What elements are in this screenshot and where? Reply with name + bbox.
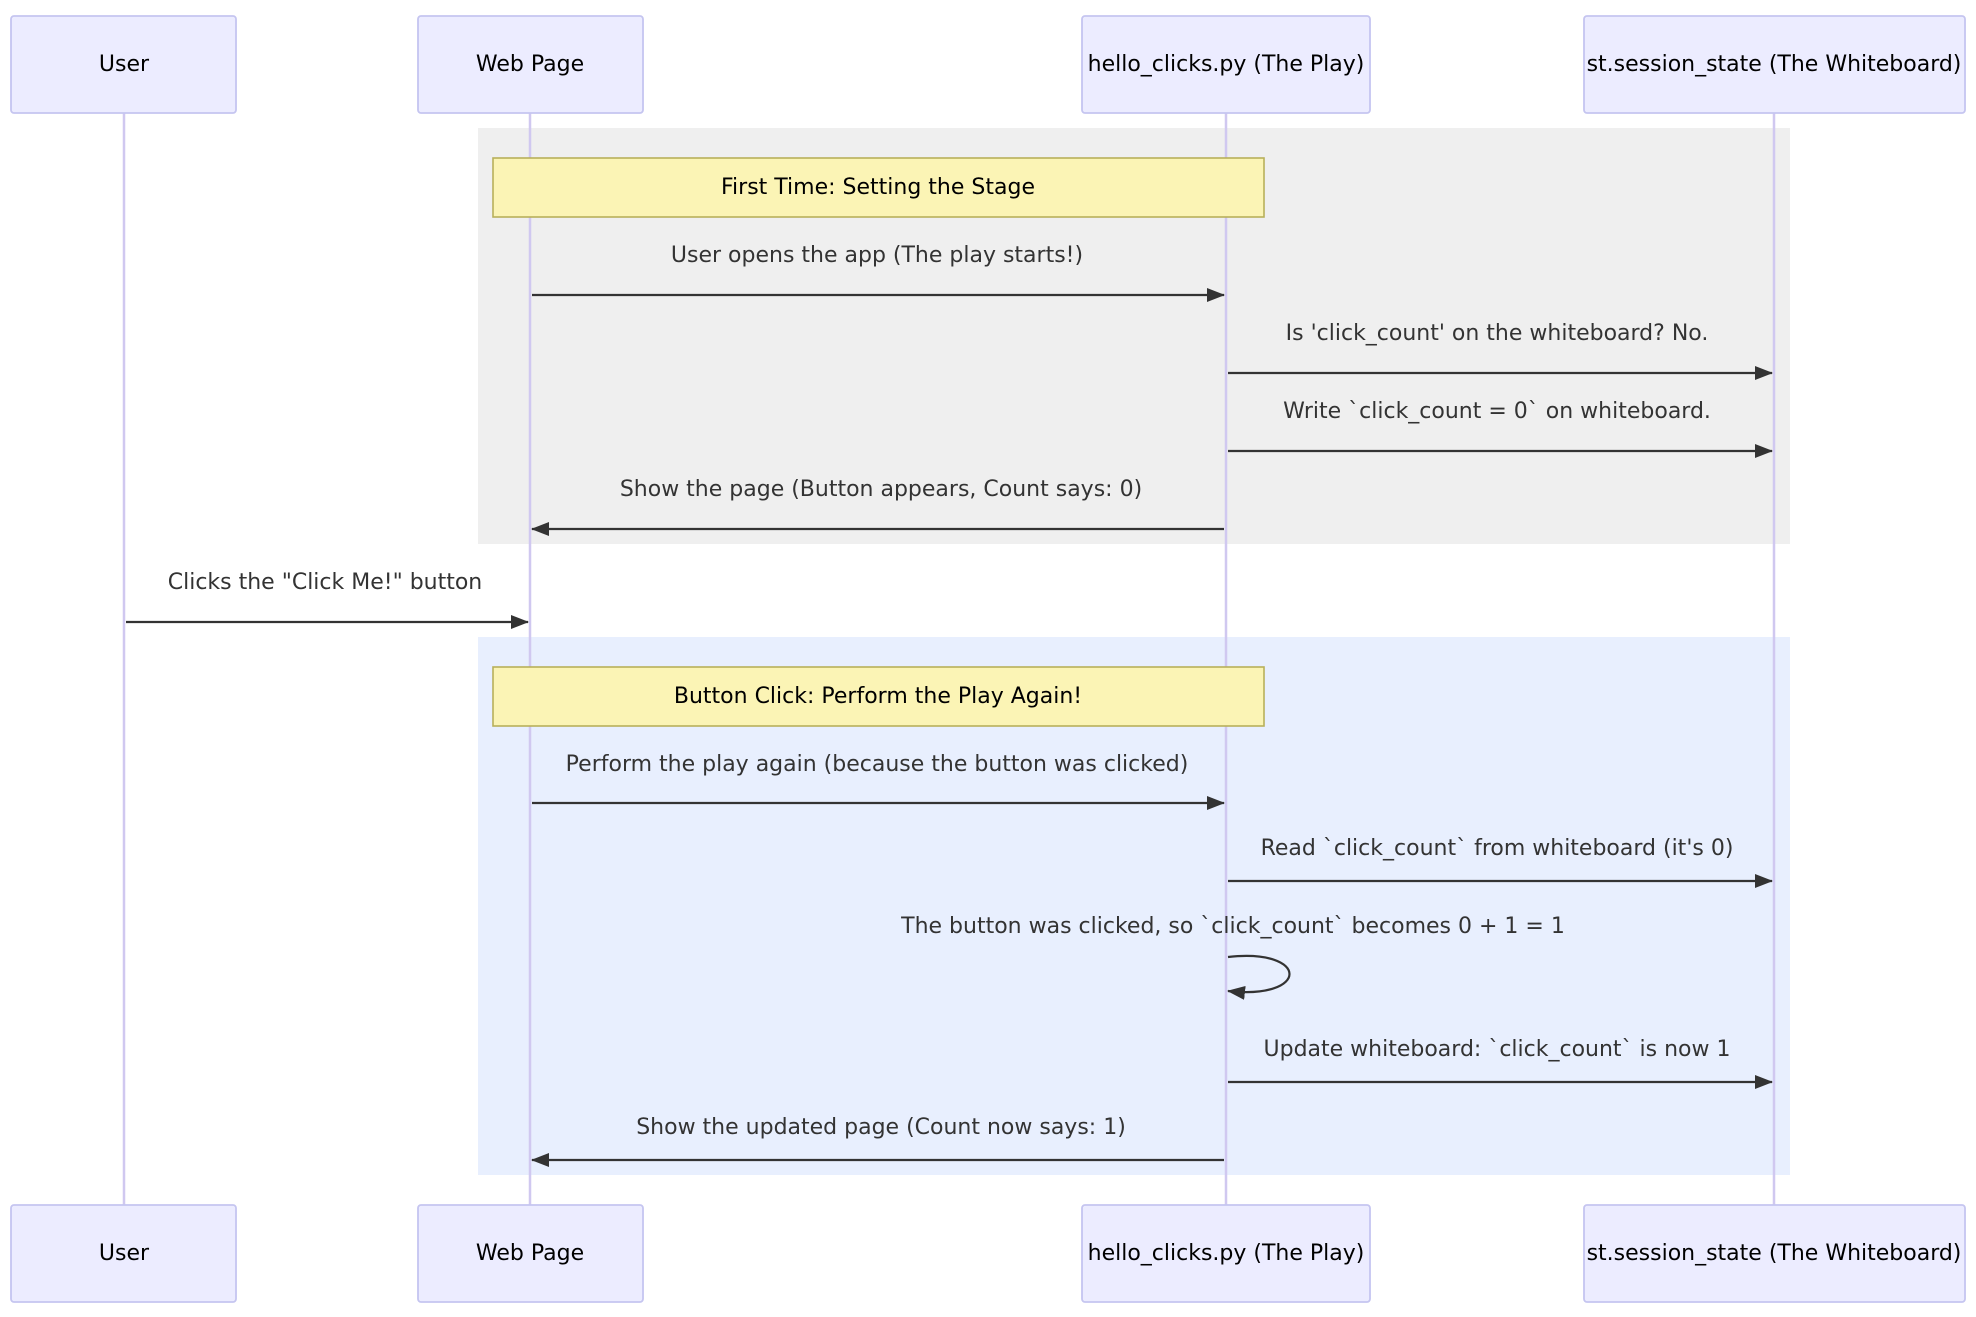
actor-hello-clicks-bottom: hello_clicks.py (The Play) bbox=[1081, 1204, 1371, 1303]
message-self-increment: The button was clicked, so `click_count`… bbox=[900, 914, 1565, 1000]
actor-web-page-bottom: Web Page bbox=[417, 1204, 644, 1303]
message-label: Show the page (Button appears, Count say… bbox=[620, 477, 1142, 502]
note-label: Button Click: Perform the Play Again! bbox=[674, 684, 1082, 709]
note-button-click: Button Click: Perform the Play Again! bbox=[492, 666, 1265, 727]
actor-label: Web Page bbox=[476, 1241, 584, 1266]
message-label: Perform the play again (because the butt… bbox=[566, 752, 1189, 777]
note-first-time: First Time: Setting the Stage bbox=[492, 157, 1265, 218]
message-write-click-count: Write `click_count = 0` on whiteboard. bbox=[1228, 399, 1773, 458]
message-show-page: Show the page (Button appears, Count say… bbox=[531, 477, 1224, 536]
note-label: First Time: Setting the Stage bbox=[721, 175, 1035, 200]
actor-session-state-bottom: st.session_state (The Whiteboard) bbox=[1583, 1204, 1966, 1303]
actor-label: hello_clicks.py (The Play) bbox=[1088, 52, 1365, 77]
message-label: Read `click_count` from whiteboard (it's… bbox=[1261, 836, 1734, 861]
actor-hello-clicks-top: hello_clicks.py (The Play) bbox=[1081, 15, 1371, 114]
actor-web-page-top: Web Page bbox=[417, 15, 644, 114]
message-clicks-button: Clicks the "Click Me!" button bbox=[126, 570, 529, 629]
message-show-updated-page: Show the updated page (Count now says: 1… bbox=[531, 1115, 1224, 1167]
message-label: Is 'click_count' on the whiteboard? No. bbox=[1286, 321, 1709, 346]
message-label: Clicks the "Click Me!" button bbox=[168, 570, 483, 595]
actor-label: st.session_state (The Whiteboard) bbox=[1587, 1241, 1962, 1266]
message-read-click-count: Read `click_count` from whiteboard (it's… bbox=[1228, 836, 1773, 888]
message-label: Show the updated page (Count now says: 1… bbox=[636, 1115, 1126, 1140]
actor-label: st.session_state (The Whiteboard) bbox=[1587, 52, 1962, 77]
self-loop-arrow bbox=[1227, 954, 1291, 1000]
actor-label: hello_clicks.py (The Play) bbox=[1088, 1241, 1365, 1266]
actor-label: User bbox=[99, 1241, 150, 1266]
message-perform-play-again: Perform the play again (because the butt… bbox=[532, 752, 1225, 810]
message-label: Update whiteboard: `click_count` is now … bbox=[1264, 1037, 1731, 1062]
actor-label: Web Page bbox=[476, 52, 584, 77]
message-user-opens-app: User opens the app (The play starts!) bbox=[532, 243, 1225, 302]
actor-user-bottom: User bbox=[10, 1204, 237, 1303]
message-label: The button was clicked, so `click_count`… bbox=[900, 914, 1565, 939]
actor-user-top: User bbox=[10, 15, 237, 114]
message-update-whiteboard: Update whiteboard: `click_count` is now … bbox=[1228, 1037, 1773, 1089]
actor-label: User bbox=[99, 52, 150, 77]
message-label: Write `click_count = 0` on whiteboard. bbox=[1283, 399, 1711, 424]
message-check-click-count: Is 'click_count' on the whiteboard? No. bbox=[1228, 321, 1773, 380]
actor-session-state-top: st.session_state (The Whiteboard) bbox=[1583, 15, 1966, 114]
message-label: User opens the app (The play starts!) bbox=[671, 243, 1083, 268]
